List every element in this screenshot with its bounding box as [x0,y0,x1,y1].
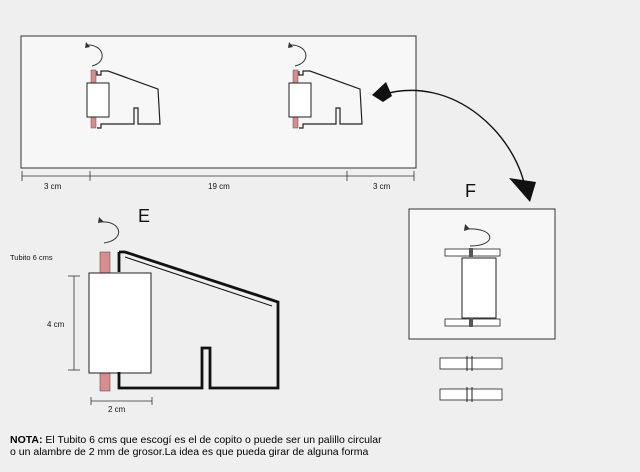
tube-size-label: Tubito 6 cms [10,253,53,262]
block [86,82,110,118]
detail-e-drawing [88,217,280,392]
bracket-outline [117,250,280,390]
axle-part-1 [439,356,503,371]
rotation-arrow-icon [99,221,120,244]
dim-left-label: 3 cm [44,182,62,191]
dim-center-label: 19 cm [208,182,230,191]
rotation-arrow-icon [87,44,103,67]
arrow-head-icon [509,178,536,202]
dim-right-label: 3 cm [373,182,391,191]
rotation-arrow-icon [290,44,307,67]
detail-f-label: F [465,181,476,201]
curved-arrow [372,82,536,202]
arrow-head-icon [464,224,470,231]
block [288,82,312,118]
block [88,272,152,374]
detail-e-label: E [138,206,150,226]
note-line-2: o un alambre de 2 mm de grosor.La idea e… [10,446,369,458]
width-dimension [90,397,153,405]
bracket-outline [96,70,161,129]
note-text: NOTA: El Tubito 6 cms que escogí es el d… [10,434,630,458]
rotation-arrow-icon [465,228,491,247]
note-line-1: El Tubito 6 cms que escogí es el de copi… [42,434,382,446]
arrow-head-icon [98,217,104,223]
top-mechanism-right [288,42,363,129]
top-strip-panel [20,35,417,169]
dimension-line-top [21,171,415,181]
top-mechanism-left [85,42,161,129]
detail-f-drawing [444,224,501,327]
block [461,257,497,319]
height-dimension [68,275,80,371]
axle-part-2 [439,387,503,402]
arrow-head-icon [85,42,90,48]
note-prefix: NOTA: [10,434,43,446]
arrow-head-icon [288,42,293,48]
height-label: 4 cm [47,320,65,329]
width-label: 2 cm [108,405,126,414]
bracket-outline [298,70,363,129]
